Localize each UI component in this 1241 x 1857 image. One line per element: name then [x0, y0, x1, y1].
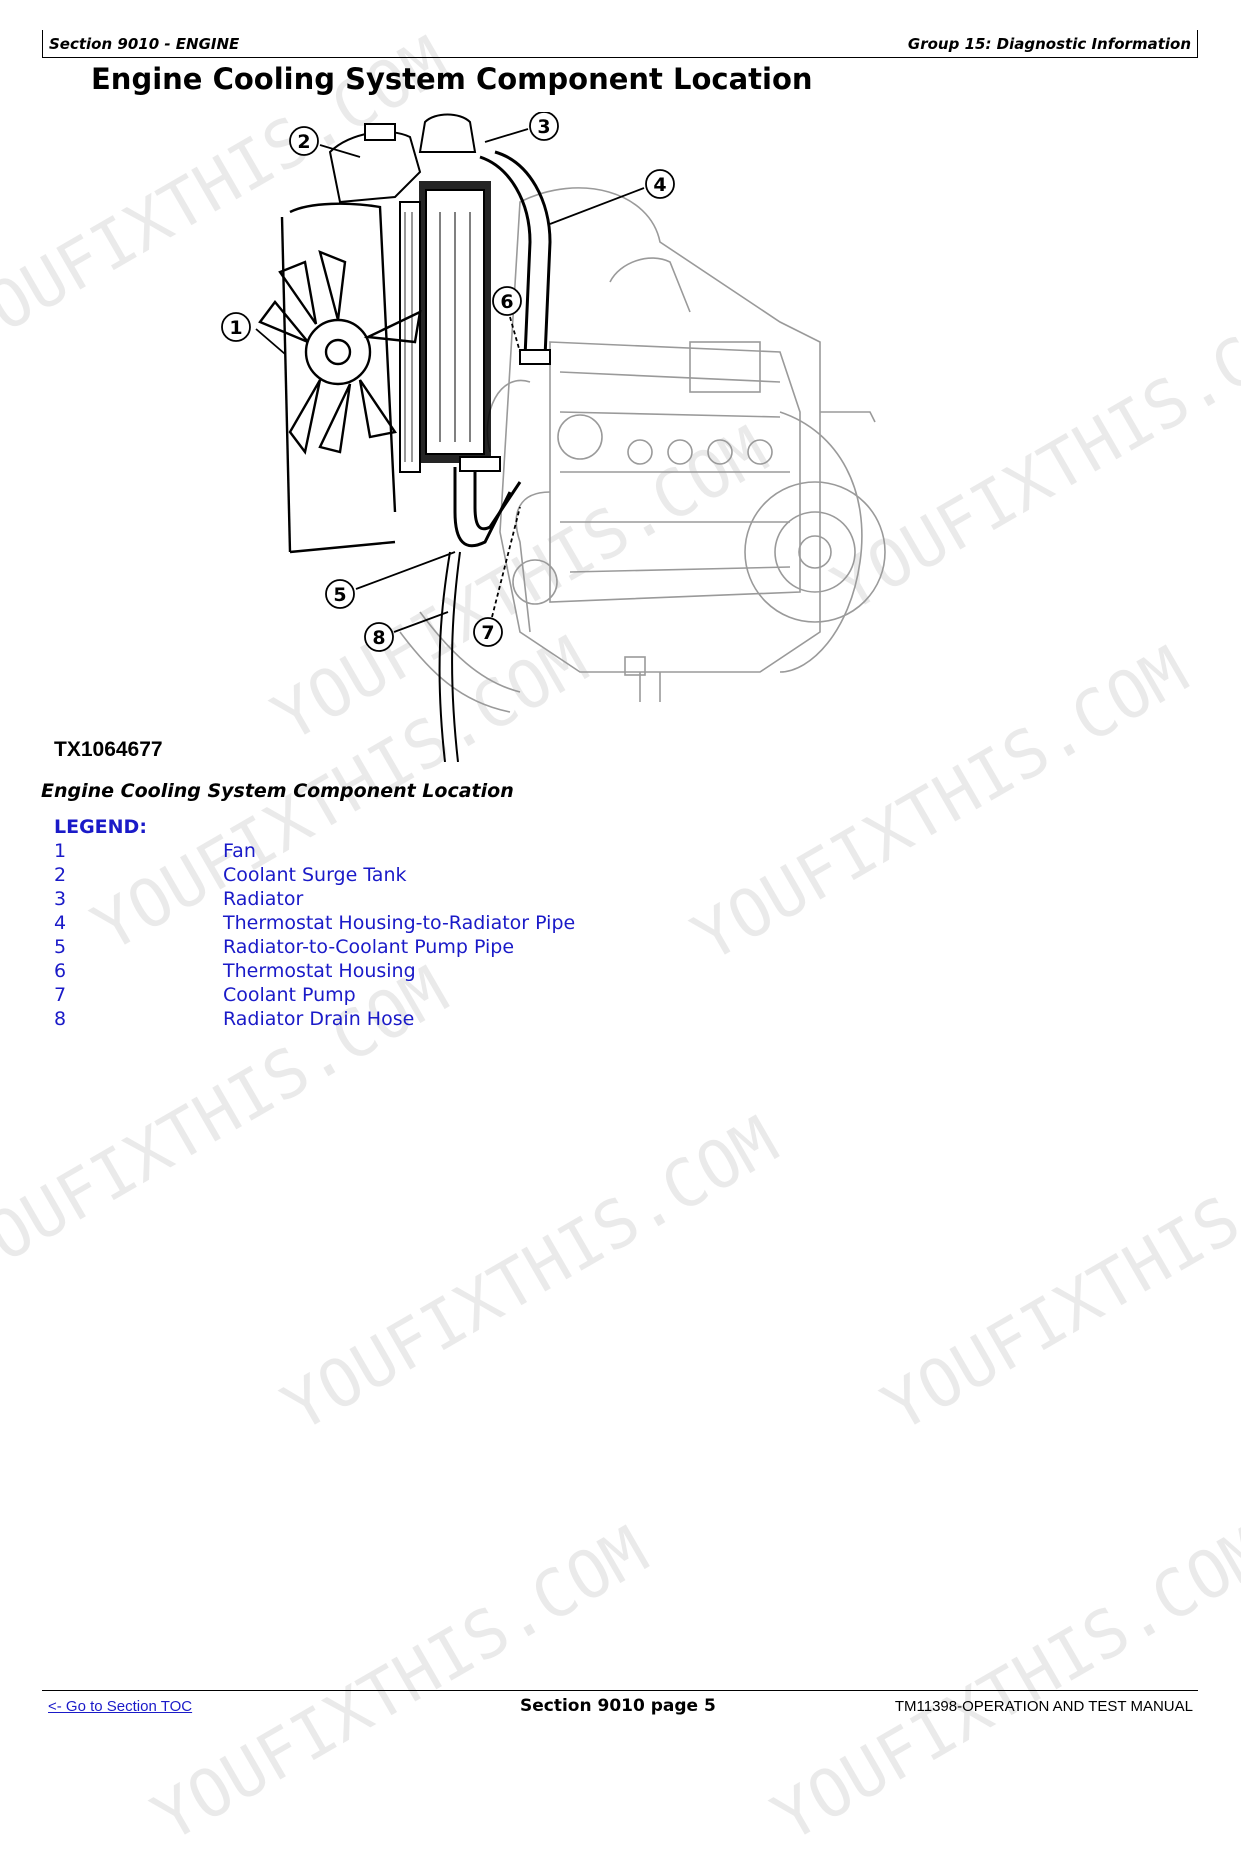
callout-4	[645, 169, 675, 199]
watermark: YOUFIXTHIS.COM	[140, 1511, 661, 1857]
legend-label: Radiator	[223, 888, 304, 910]
legend-number: 5	[54, 936, 67, 958]
legend-number: 2	[54, 864, 67, 886]
page-number: Section 9010 page 5	[520, 1696, 716, 1716]
manual-title: TM11398-OPERATION AND TEST MANUAL	[894, 1698, 1193, 1715]
figure-caption: Engine Cooling System Component Location	[41, 780, 514, 802]
legend-number: 8	[54, 1008, 67, 1030]
figure-id: TX1064677	[54, 738, 163, 761]
callout-2	[289, 126, 319, 156]
callout-5-label: 5	[333, 584, 346, 606]
callout-2-label: 2	[297, 131, 310, 153]
legend-label: Coolant Surge Tank	[223, 864, 407, 886]
watermark: YOUFIXTHIS.COM	[270, 1101, 791, 1447]
engine-drawing: 1 2 3 4 6 5 8 7	[221, 111, 886, 763]
group-label: Group 15: Diagnostic Information	[907, 35, 1191, 53]
section-label: Section 9010 - ENGINE	[49, 35, 240, 53]
watermark: YOUFIXTHIS.COM	[760, 1511, 1241, 1857]
legend-label: Coolant Pump	[223, 984, 356, 1006]
section-toc-link[interactable]: <- Go to Section TOC	[48, 1698, 193, 1715]
legend-number: 4	[54, 912, 67, 934]
legend-number: 7	[54, 984, 67, 1006]
legend-label: Thermostat Housing	[223, 960, 416, 982]
callout-1	[221, 312, 251, 342]
legend-label: Radiator Drain Hose	[223, 1008, 415, 1030]
cooling-system-illustration: 1 2 3 4 6 5 8 7	[220, 111, 1000, 763]
legend-label: Thermostat Housing-to-Radiator Pipe	[223, 912, 576, 934]
legend-title: LEGEND:	[54, 816, 147, 838]
legend-label: Radiator-to-Coolant Pump Pipe	[223, 936, 515, 958]
callout-6-label: 6	[500, 291, 513, 313]
callout-6	[492, 286, 522, 316]
callout-1-label: 1	[229, 317, 242, 339]
legend-number: 1	[54, 840, 67, 862]
callout-7-label: 7	[481, 622, 494, 644]
legend-number: 6	[54, 960, 67, 982]
page-header: Section 9010 - ENGINE Group 15: Diagnost…	[42, 30, 1198, 58]
callout-3-label: 3	[537, 116, 550, 138]
callout-5	[325, 579, 355, 609]
callout-4-label: 4	[653, 174, 666, 196]
watermark: YOUFIXTHIS.COM	[870, 1101, 1241, 1447]
callout-7	[473, 617, 503, 647]
legend-label: Fan	[223, 840, 256, 862]
page-title: Engine Cooling System Component Location	[91, 62, 813, 96]
legend-number: 3	[54, 888, 67, 910]
callout-3	[529, 111, 559, 141]
footer-divider	[42, 1690, 1198, 1691]
callout-8-label: 8	[372, 627, 385, 649]
callout-8	[364, 622, 394, 652]
